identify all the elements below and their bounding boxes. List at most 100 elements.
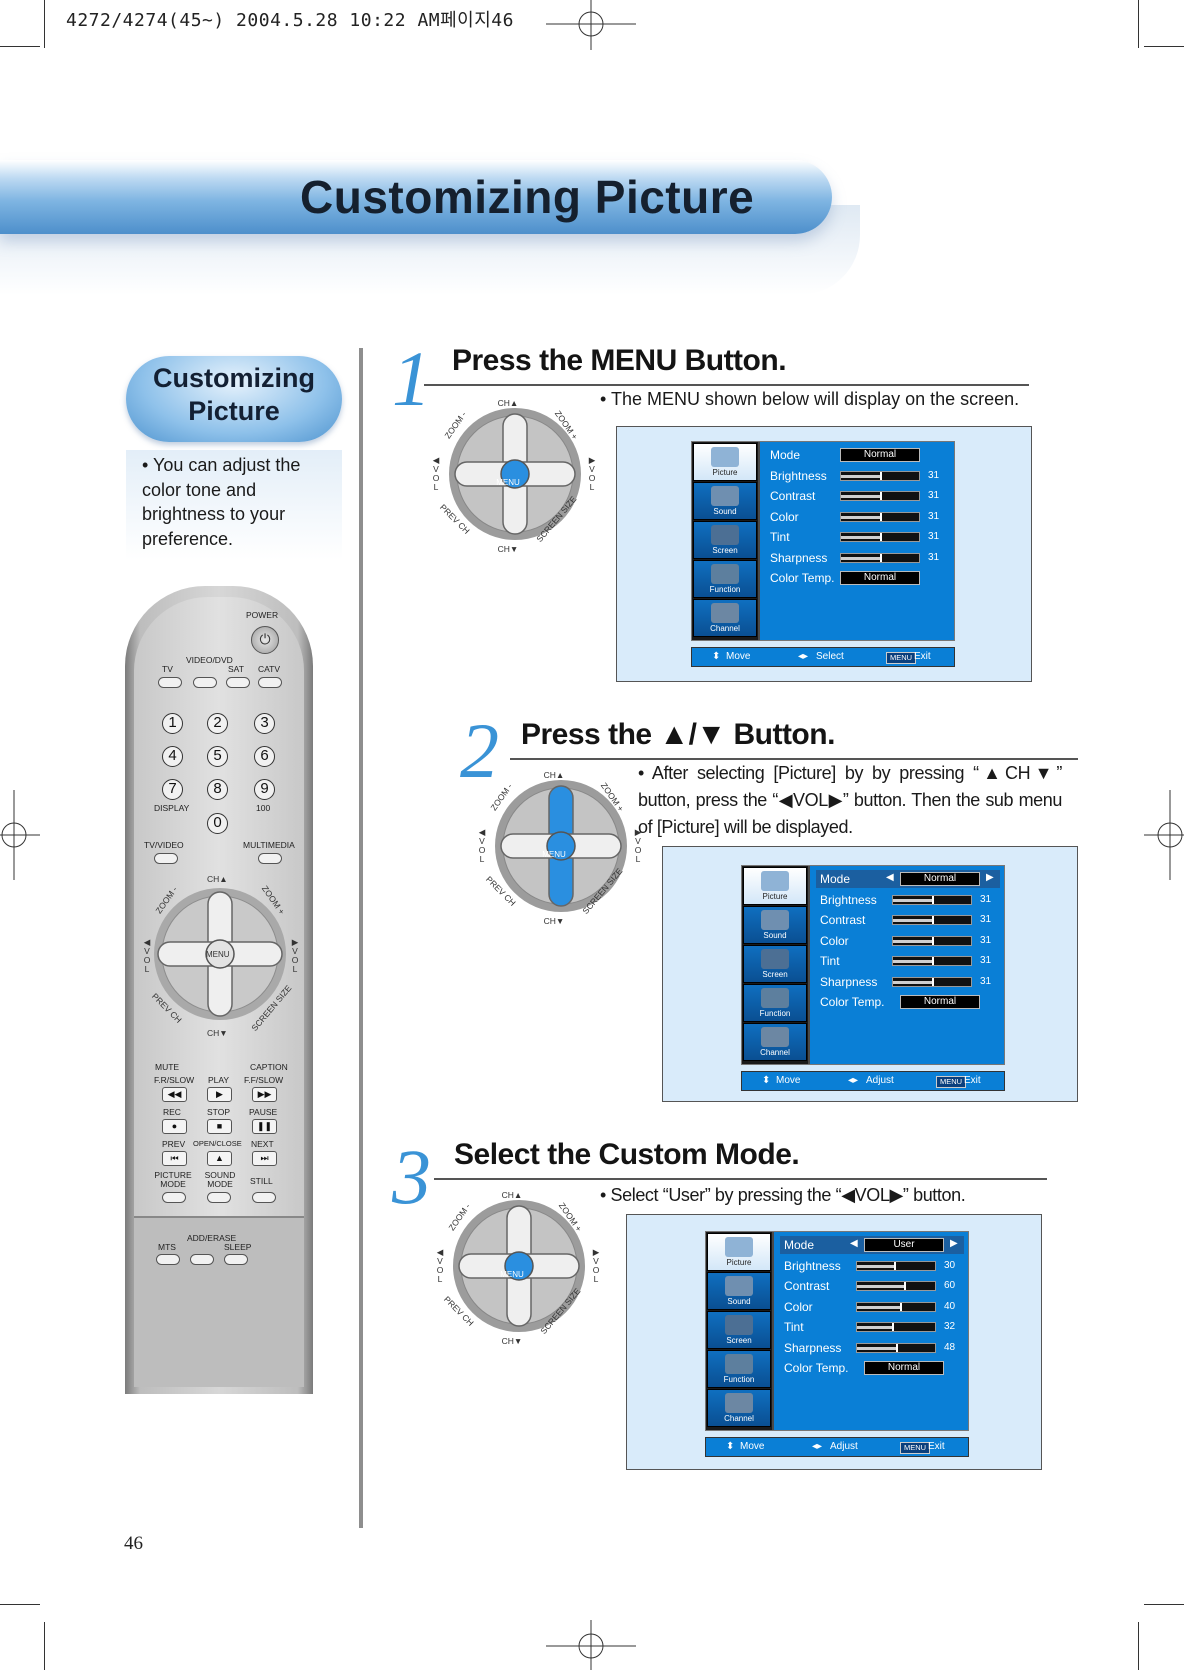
pause-label: PAUSE	[249, 1107, 278, 1117]
value-slider[interactable]	[840, 552, 920, 563]
digit-4-button[interactable]: 4	[162, 746, 183, 767]
value-slider[interactable]	[856, 1281, 936, 1291]
color-temp-value[interactable]: Normal	[840, 571, 920, 585]
stop-button[interactable]: ■	[207, 1119, 232, 1134]
digit-5-button[interactable]: 5	[207, 746, 228, 767]
tab-picture[interactable]: Picture	[693, 443, 757, 481]
multimedia-button[interactable]	[258, 853, 282, 864]
value-slider[interactable]	[856, 1260, 936, 1271]
tab-picture[interactable]: Picture	[707, 1233, 771, 1271]
play-button[interactable]: ▶	[207, 1087, 232, 1102]
video-dvd-button[interactable]	[193, 677, 217, 688]
menu-row[interactable]: Brightness 30	[780, 1257, 964, 1275]
value-slider[interactable]	[840, 511, 920, 522]
value-slider[interactable]	[840, 532, 920, 542]
tab-function[interactable]: Function	[693, 560, 757, 598]
still-button[interactable]	[252, 1192, 276, 1203]
value-slider[interactable]	[892, 894, 972, 905]
digit-2-button[interactable]: 2	[207, 713, 228, 734]
menu-row[interactable]: Brightness 31	[766, 467, 950, 485]
remote-dpad[interactable]	[150, 884, 290, 1024]
menu-row[interactable]: Contrast 31	[766, 487, 950, 505]
digit-0-button[interactable]: 0	[207, 813, 228, 834]
sound-mode-button[interactable]	[207, 1192, 231, 1203]
color-temp-value[interactable]: Normal	[864, 1361, 944, 1375]
menu-row[interactable]: Color 31	[816, 932, 1000, 950]
prev-button[interactable]: ⏮	[162, 1151, 187, 1166]
mts-button[interactable]	[156, 1254, 180, 1265]
menu-row[interactable]: Color Temp.Normal	[780, 1359, 964, 1377]
menu-row[interactable]: Color Temp. Normal	[766, 569, 950, 587]
menu-row[interactable]: Color 31	[766, 508, 950, 526]
value-slider[interactable]	[892, 956, 972, 966]
slider-value: 31	[980, 955, 992, 966]
catv-button[interactable]	[258, 677, 282, 688]
tab-channel[interactable]: Channel	[693, 599, 757, 637]
rec-button[interactable]: ●	[162, 1119, 187, 1134]
tab-label: Picture	[762, 892, 788, 901]
value-slider[interactable]	[892, 935, 972, 946]
value-slider[interactable]	[892, 976, 972, 987]
menu-row-label: Tint	[820, 954, 840, 968]
digit-6-button[interactable]: 6	[254, 746, 275, 767]
menu-row[interactable]: Tint 31	[766, 528, 950, 546]
tv-video-button[interactable]	[154, 853, 178, 864]
menu-row[interactable]: Tint 32	[780, 1318, 964, 1336]
tab-function[interactable]: Function	[707, 1350, 771, 1388]
tv-button[interactable]	[158, 677, 182, 688]
digit-3-button[interactable]: 3	[254, 713, 275, 734]
ch-down-label: CH▼	[497, 544, 519, 554]
pause-button[interactable]: ❚❚	[252, 1119, 277, 1134]
menu-row[interactable]: Sharpness 31	[816, 973, 1000, 991]
menu-row[interactable]: Contrast 31	[816, 911, 1000, 929]
menu-row[interactable]: Color Temp.Normal	[816, 993, 1000, 1011]
fast-forward-button[interactable]: ▶▶	[252, 1087, 277, 1102]
menu-row[interactable]: Sharpness 31	[766, 549, 950, 567]
tab-sound[interactable]: Sound	[693, 482, 757, 520]
open-close-button[interactable]: ▲	[207, 1151, 232, 1166]
slider-fill	[841, 474, 881, 478]
value-slider[interactable]	[856, 1342, 936, 1353]
next-button[interactable]: ⏭	[252, 1151, 277, 1166]
tab-channel[interactable]: Channel	[743, 1023, 807, 1061]
tab-picture[interactable]: Picture	[743, 867, 807, 905]
menu-row-label: Color Temp.	[770, 571, 835, 585]
tab-sound[interactable]: Sound	[707, 1272, 771, 1310]
tab-screen[interactable]: Screen	[707, 1311, 771, 1349]
digit-8-button[interactable]: 8	[207, 779, 228, 800]
value-slider[interactable]	[840, 491, 920, 501]
menu-row[interactable]: Sharpness 48	[780, 1339, 964, 1357]
menu-row[interactable]: Tint 31	[816, 952, 1000, 970]
picture-tab-icon	[761, 871, 789, 891]
value-slider[interactable]	[856, 1322, 936, 1332]
menu-row[interactable]: Contrast 60	[780, 1277, 964, 1295]
osd-menu: Picture Sound Screen Function Channel Mo…	[705, 1231, 969, 1431]
tab-channel[interactable]: Channel	[707, 1389, 771, 1427]
tab-screen[interactable]: Screen	[693, 521, 757, 559]
sleep-button[interactable]	[224, 1254, 248, 1265]
add-erase-button[interactable]	[190, 1254, 214, 1265]
power-button[interactable]: ⏻	[251, 626, 279, 654]
digit-9-button[interactable]: 9	[254, 779, 275, 800]
tab-screen[interactable]: Screen	[743, 945, 807, 983]
digit-1-button[interactable]: 1	[162, 713, 183, 734]
digit-7-button[interactable]: 7	[162, 779, 183, 800]
rewind-button[interactable]: ◀◀	[162, 1087, 187, 1102]
menu-row[interactable]: Brightness 31	[816, 891, 1000, 909]
slider-value: 31	[980, 934, 992, 946]
menu-row[interactable]: Color 40	[780, 1298, 964, 1316]
picture-mode-button[interactable]	[162, 1192, 186, 1203]
tab-function[interactable]: Function	[743, 984, 807, 1022]
mode-value[interactable]: Normal	[840, 448, 920, 462]
mode-value[interactable]: Normal	[900, 872, 980, 886]
value-slider[interactable]	[840, 470, 920, 481]
value-slider[interactable]	[892, 915, 972, 925]
value-slider[interactable]	[856, 1301, 936, 1312]
tab-sound[interactable]: Sound	[743, 906, 807, 944]
color-temp-value[interactable]: Normal	[900, 995, 980, 1009]
sat-button[interactable]	[226, 677, 250, 688]
mode-value[interactable]: User	[864, 1238, 944, 1252]
